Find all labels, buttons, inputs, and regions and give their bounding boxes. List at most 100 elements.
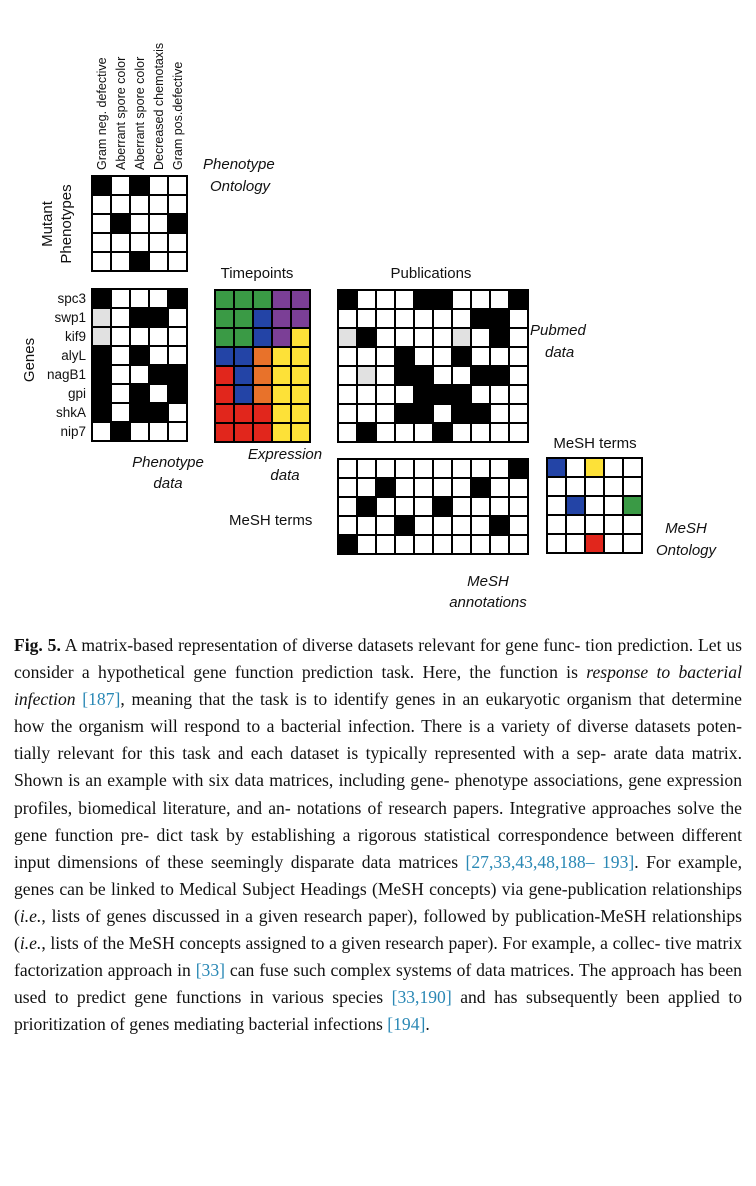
- matrix-cell: [584, 533, 605, 554]
- matrix-cell: [271, 365, 292, 386]
- matrix-cell: [252, 422, 273, 443]
- matrix-cell: [110, 232, 131, 253]
- matrix-cell: [91, 213, 112, 234]
- matrix-cell: [167, 232, 188, 253]
- phenotype-column-label: Aberrant spore color: [114, 57, 128, 170]
- matrix-cell: [394, 365, 415, 386]
- matrix-cell: [432, 289, 453, 310]
- matrix-cell: [413, 346, 434, 367]
- matrix-cell: [129, 251, 150, 272]
- citation-link[interactable]: [33]: [195, 960, 226, 981]
- matrix-cell: [271, 346, 292, 367]
- matrix-cell: [214, 422, 235, 443]
- matrix-cell: [489, 346, 510, 367]
- citation-link[interactable]: [187]: [82, 689, 121, 710]
- citation-link[interactable]: [33,190]: [391, 987, 452, 1008]
- figure-label: Fig. 5.: [14, 635, 61, 655]
- matrix-cell: [394, 289, 415, 310]
- matrix-cell: [508, 534, 529, 555]
- matrix-cell: [252, 365, 273, 386]
- matrix-cell: [129, 364, 150, 385]
- phenotype-column-label: Gram pos.defective: [171, 62, 185, 170]
- matrix-cell: [129, 213, 150, 234]
- gene-label: gpi: [68, 386, 86, 401]
- matrix-cell: [508, 458, 529, 479]
- matrix-cell: [252, 384, 273, 405]
- matrix-cell: [375, 327, 396, 348]
- matrix-cell: [451, 534, 472, 555]
- matrix-cell: [167, 326, 188, 347]
- gene-label: swp1: [54, 310, 86, 325]
- matrix-cell: [546, 476, 567, 497]
- matrix-cell: [148, 213, 169, 234]
- matrix-cell: [489, 515, 510, 536]
- matrix-cell: [290, 327, 311, 348]
- matrix-cell: [413, 289, 434, 310]
- caption-italic-text: i.e.: [19, 905, 42, 926]
- matrix-cell: [214, 384, 235, 405]
- matrix-cell: [451, 515, 472, 536]
- matrix-cell: [91, 345, 112, 366]
- matrix-cell: [129, 288, 150, 309]
- matrix-cell: [508, 515, 529, 536]
- matrix-cell: [489, 403, 510, 424]
- matrix-cell: [622, 457, 643, 478]
- matrix-cell: [489, 534, 510, 555]
- matrix-cell: [489, 289, 510, 310]
- matrix-cell: [603, 514, 624, 535]
- matrix-cell: [110, 288, 131, 309]
- matrix-cell: [167, 383, 188, 404]
- matrix-cell: [252, 327, 273, 348]
- matrix-cell: [356, 384, 377, 405]
- matrix-cell: [337, 496, 358, 517]
- matrix-cell: [148, 421, 169, 442]
- expression-data-label-line1: Expression: [248, 446, 322, 463]
- matrix-cell: [252, 346, 273, 367]
- matrix-cell: [129, 194, 150, 215]
- matrix-cell: [337, 403, 358, 424]
- matrix-cell: [394, 458, 415, 479]
- figure-caption: Fig. 5. A matrix-based representation of…: [14, 632, 742, 1038]
- matrix-cell: [91, 232, 112, 253]
- matrix-cell: [337, 515, 358, 536]
- matrix-cell: [356, 422, 377, 443]
- gene-label: shkA: [56, 405, 86, 420]
- matrix-cell: [470, 422, 491, 443]
- matrix-cell: [110, 402, 131, 423]
- matrix-cell: [167, 213, 188, 234]
- mesh-ontology-label-line1: MeSH: [665, 520, 707, 537]
- citation-link[interactable]: [194]: [387, 1014, 426, 1035]
- matrix-cell: [432, 403, 453, 424]
- matrix-cell: [413, 365, 434, 386]
- phenotype-ontology-label-line1: Phenotype: [203, 156, 275, 173]
- matrix-cell: [413, 327, 434, 348]
- citation-link[interactable]: [27,33,43,48,188– 193]: [465, 851, 635, 872]
- expression-data-matrix: [214, 289, 311, 443]
- matrix-cell: [508, 384, 529, 405]
- matrix-cell: [148, 364, 169, 385]
- gene-label: kif9: [65, 329, 86, 344]
- matrix-cell: [167, 402, 188, 423]
- matrix-cell: [271, 422, 292, 443]
- matrix-cell: [91, 364, 112, 385]
- matrix-cell: [489, 477, 510, 498]
- matrix-cell: [432, 384, 453, 405]
- matrix-cell: [470, 365, 491, 386]
- mesh-terms-row-label: MeSH terms: [229, 512, 312, 529]
- matrix-cell: [233, 308, 254, 329]
- matrix-cell: [110, 307, 131, 328]
- matrix-cell: [148, 175, 169, 196]
- matrix-cell: [252, 403, 273, 424]
- matrix-cell: [252, 289, 273, 310]
- matrix-cell: [110, 213, 131, 234]
- mesh-annotations-label-line2: annotations: [449, 594, 527, 611]
- matrix-cell: [337, 384, 358, 405]
- matrix-cell: [394, 384, 415, 405]
- matrix-cell: [470, 403, 491, 424]
- matrix-cell: [394, 515, 415, 536]
- matrix-cell: [489, 496, 510, 517]
- gene-label: alyL: [61, 348, 86, 363]
- matrix-cell: [451, 384, 472, 405]
- matrix-cell: [356, 534, 377, 555]
- matrix-cell: [91, 383, 112, 404]
